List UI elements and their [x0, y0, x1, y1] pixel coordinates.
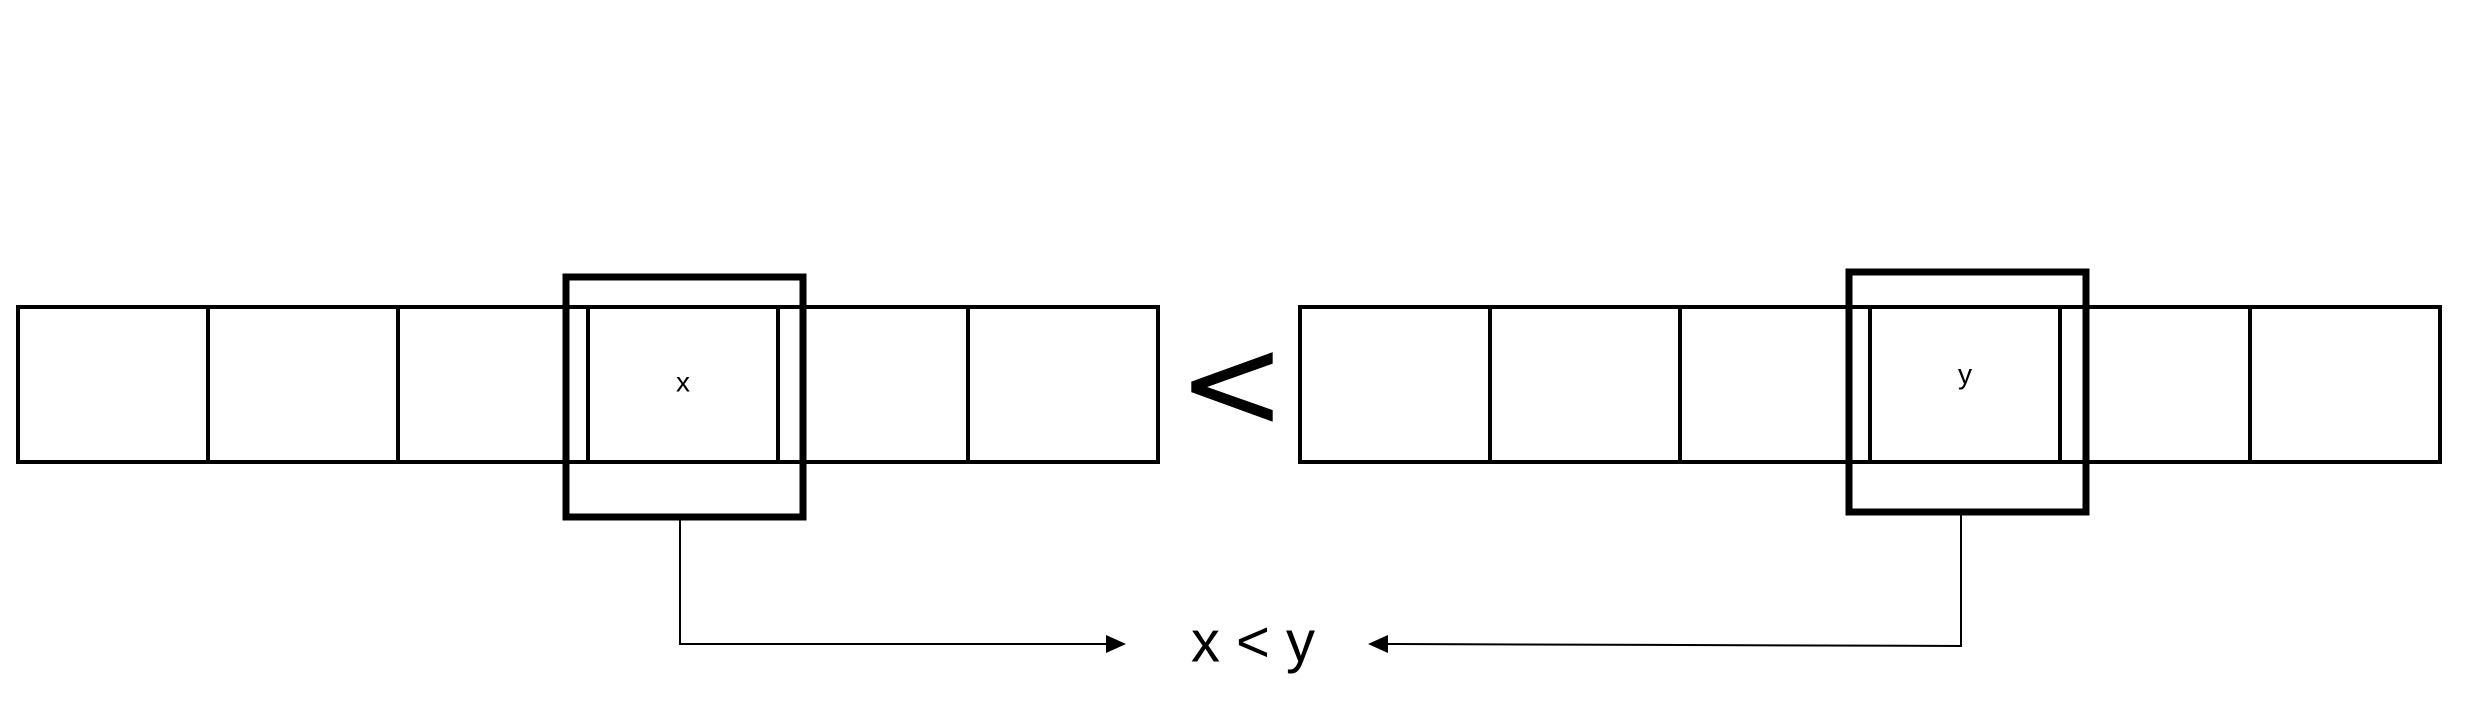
right-cell-5: [2248, 305, 2442, 464]
left-connector-line: [679, 517, 1108, 645]
left-connector-arrow: [679, 517, 1126, 653]
left-cell-3: [586, 305, 780, 464]
right-array: y: [1298, 268, 2442, 516]
right-cell-2: [1678, 305, 1872, 464]
left-highlight-label: x: [676, 366, 690, 397]
left-cell-0: [16, 305, 210, 464]
right-arrowhead: [1368, 635, 1388, 653]
left-cell-5: [966, 305, 1160, 464]
comparison-symbol: <: [1178, 307, 1287, 459]
left-highlight-box: [562, 273, 807, 521]
right-highlight-box: [1845, 268, 2090, 516]
left-array: x: [16, 273, 1160, 521]
comparison-result: x < y: [1191, 609, 1315, 674]
right-connector-arrow: [1368, 512, 1962, 653]
left-cell-1: [206, 305, 400, 464]
right-cell-0: [1298, 305, 1492, 464]
right-cell-4: [2058, 305, 2252, 464]
left-arrowhead: [1106, 635, 1126, 653]
right-connector-line: [1384, 512, 1962, 648]
right-cell-1: [1488, 305, 1682, 464]
right-cell-3: [1868, 305, 2062, 464]
right-highlight-label: y: [1958, 358, 1972, 389]
left-cell-4: [776, 305, 970, 464]
left-cell-2: [396, 305, 590, 464]
